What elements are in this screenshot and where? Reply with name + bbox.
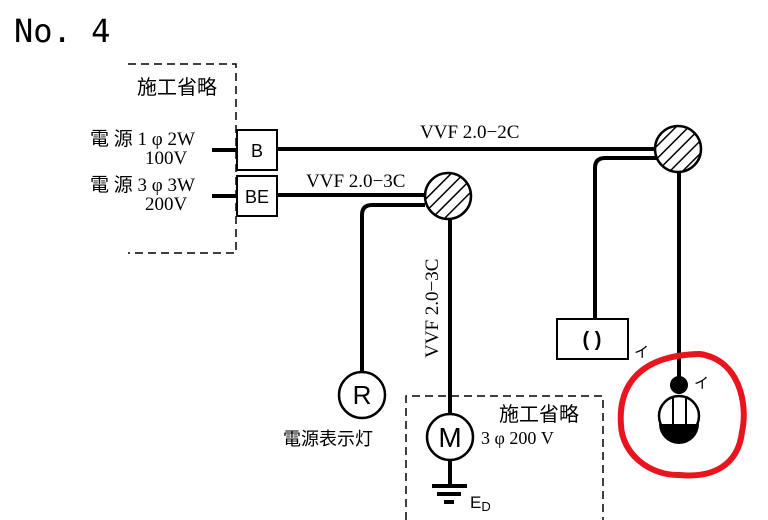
omitted-label-top: 施工省略 [137, 76, 217, 99]
breaker-b[interactable]: B [236, 129, 278, 171]
source-1-line2: 100V [145, 148, 188, 169]
cable-top-label: VVF 2.0−2C [420, 122, 519, 143]
highlight-circle [617, 351, 747, 479]
cable-vertical-label: VVF 2.0−3C [422, 259, 443, 358]
page-title: No. 4 [14, 12, 110, 50]
omitted-area-bottom: 施工省略 [405, 395, 604, 520]
breaker-b-label: B [251, 141, 263, 161]
pendant-light-label: イ [694, 375, 709, 392]
motor[interactable]: M [425, 412, 475, 462]
junction-box-right[interactable] [653, 124, 703, 174]
source-1-line1: 電 源 1 φ 2W [90, 128, 195, 150]
switch-box[interactable]: ( ) イ [556, 318, 649, 361]
motor-symbol: M [438, 422, 461, 453]
ground-label: ED [470, 493, 491, 514]
switch-box-label: イ [634, 344, 649, 361]
junction-box-left[interactable] [423, 171, 473, 221]
source-2-line2: 200V [145, 194, 188, 215]
breaker-be-label: BE [245, 187, 269, 207]
motor-label: 3 φ 200 V [481, 428, 554, 448]
cable-middle-label: VVF 2.0−3C [306, 171, 405, 192]
pilot-lamp-label: 電源表示灯 [283, 429, 373, 449]
pilot-lamp-symbol: R [353, 380, 372, 410]
omitted-label-bottom: 施工省略 [499, 403, 579, 426]
switch-box-symbol: ( ) [583, 329, 602, 351]
breaker-be[interactable]: BE [236, 175, 278, 217]
source-2-line1: 電 源 3 φ 3W [90, 174, 195, 196]
pendant-light-icon[interactable] [657, 376, 701, 444]
pilot-lamp[interactable]: R [337, 370, 387, 420]
ground-icon [432, 460, 467, 504]
